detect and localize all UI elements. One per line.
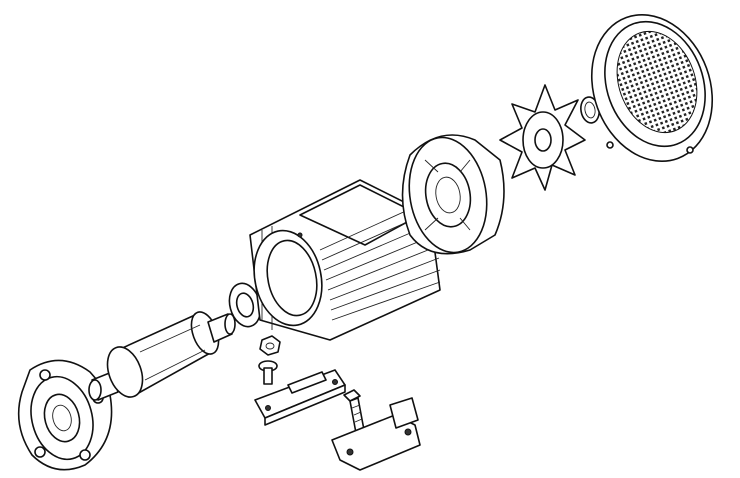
fan-cover bbox=[590, 13, 714, 163]
terminal-screw bbox=[258, 360, 278, 385]
terminal-bracket bbox=[331, 397, 421, 471]
terminal-board bbox=[254, 369, 346, 426]
cooling-fan bbox=[499, 84, 586, 191]
retaining-ring bbox=[580, 96, 600, 124]
front-flange bbox=[17, 359, 113, 471]
terminal-nut bbox=[259, 335, 281, 356]
stator-housing bbox=[249, 179, 441, 341]
mounting-bolt bbox=[343, 389, 365, 434]
front-bearing bbox=[228, 282, 262, 328]
rotor bbox=[88, 311, 236, 401]
rear-end-shield bbox=[401, 134, 505, 255]
